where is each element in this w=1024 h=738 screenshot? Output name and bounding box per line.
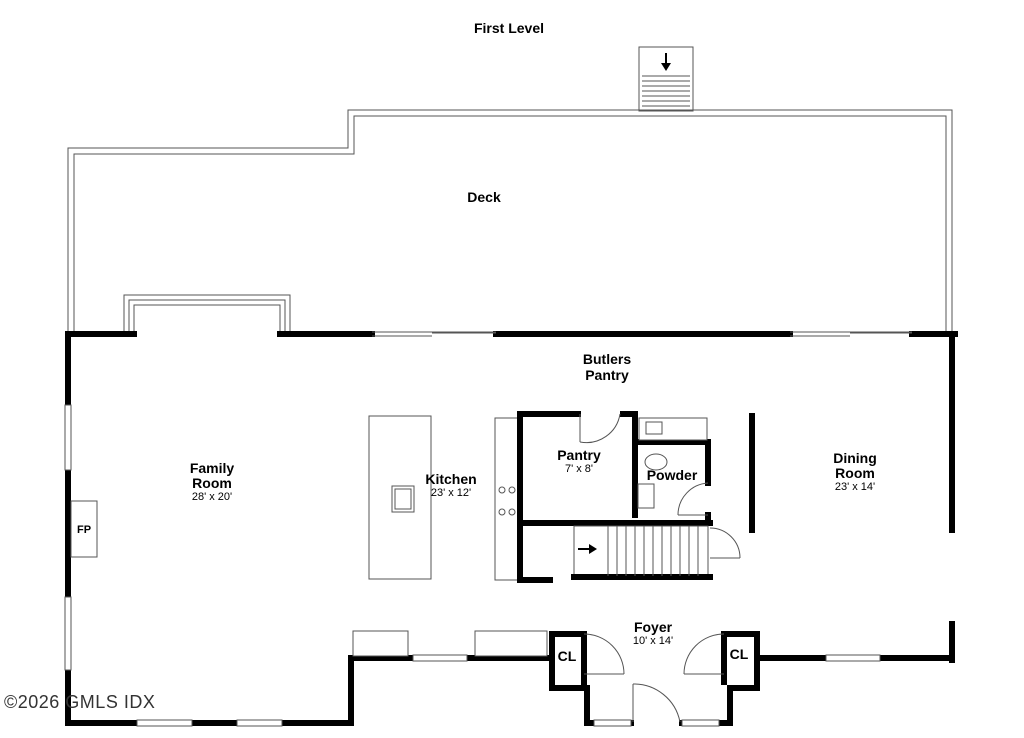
room-butlers-label-2: Pantry bbox=[585, 367, 629, 383]
room-deck-label: Deck bbox=[467, 189, 501, 205]
closet-left: CL bbox=[549, 631, 625, 685]
plan-title: First Level bbox=[474, 20, 544, 36]
arrow-right-icon bbox=[578, 544, 597, 554]
closet-right-label: CL bbox=[730, 646, 749, 662]
front-door bbox=[632, 683, 681, 723]
pantry-walls bbox=[517, 411, 713, 583]
room-butlers-label-1: Butlers bbox=[583, 351, 631, 367]
kitchen-counter bbox=[494, 417, 520, 581]
room-pantry-label: Pantry bbox=[557, 447, 601, 463]
windows bbox=[64, 404, 881, 727]
room-powder-label: Powder bbox=[647, 467, 698, 483]
closet-right: CL bbox=[683, 631, 760, 685]
foyer-benches bbox=[352, 630, 548, 657]
room-pantry-dims: 7' x 8' bbox=[565, 463, 593, 475]
room-kitchen-dims: 23' x 12' bbox=[431, 487, 471, 499]
fireplace: FP bbox=[70, 500, 98, 558]
exterior-walls bbox=[65, 331, 958, 726]
copyright-notice: ©2026 GMLS IDX bbox=[4, 692, 156, 712]
room-foyer-label: Foyer bbox=[634, 619, 673, 635]
interior-stairs bbox=[571, 525, 741, 580]
room-dining-dims: 23' x 14' bbox=[835, 481, 875, 493]
kitchen-island bbox=[368, 415, 432, 580]
room-kitchen-label: Kitchen bbox=[425, 471, 476, 487]
room-family-label-2: Room bbox=[192, 475, 232, 491]
sliding-doors bbox=[372, 331, 912, 337]
arrow-down-icon bbox=[661, 53, 671, 71]
bay-window bbox=[123, 294, 291, 332]
room-foyer-dims: 10' x 14' bbox=[633, 635, 673, 647]
room-dining-label-1: Dining bbox=[833, 450, 877, 466]
room-family-label-1: Family bbox=[190, 460, 235, 476]
fireplace-label: FP bbox=[77, 524, 91, 536]
room-family-dims: 28' x 20' bbox=[192, 491, 232, 503]
deck-outline bbox=[67, 46, 953, 332]
room-dining-label-2: Room bbox=[835, 465, 875, 481]
powder-room bbox=[634, 417, 711, 526]
closet-left-label: CL bbox=[558, 648, 577, 664]
